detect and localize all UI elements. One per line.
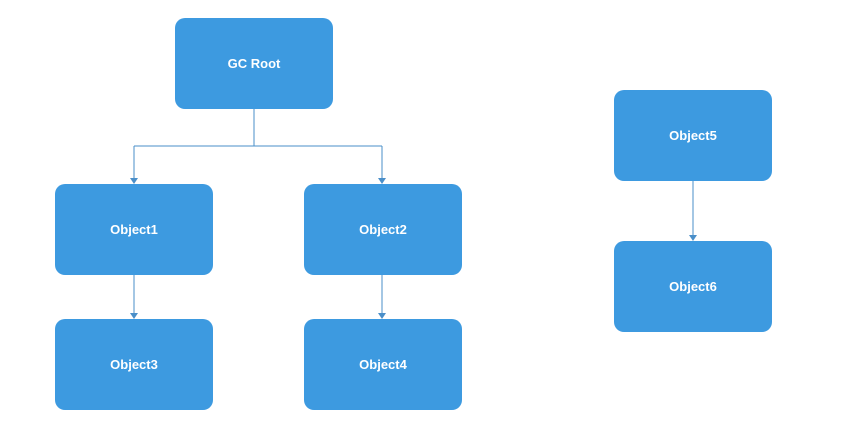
node-object4: Object4	[304, 319, 462, 410]
node-object1: Object1	[55, 184, 213, 275]
node-object5-label: Object5	[669, 128, 717, 143]
arrowhead-object3	[130, 313, 138, 319]
node-gc-root-label: GC Root	[227, 56, 281, 71]
node-gc-root: GC Root	[175, 18, 333, 109]
arrowhead-object2	[378, 178, 386, 184]
node-object3-label: Object3	[110, 357, 158, 372]
node-object1-label: Object1	[110, 222, 158, 237]
node-object6-label: Object6	[669, 279, 717, 294]
arrowhead-object4	[378, 313, 386, 319]
node-object5: Object5	[614, 90, 772, 181]
arrowhead-object1	[130, 178, 138, 184]
arrowhead-object6	[689, 235, 697, 241]
node-object3: Object3	[55, 319, 213, 410]
node-object2-label: Object2	[359, 222, 407, 237]
node-object6: Object6	[614, 241, 772, 332]
node-object4-label: Object4	[359, 357, 407, 372]
node-object2: Object2	[304, 184, 462, 275]
